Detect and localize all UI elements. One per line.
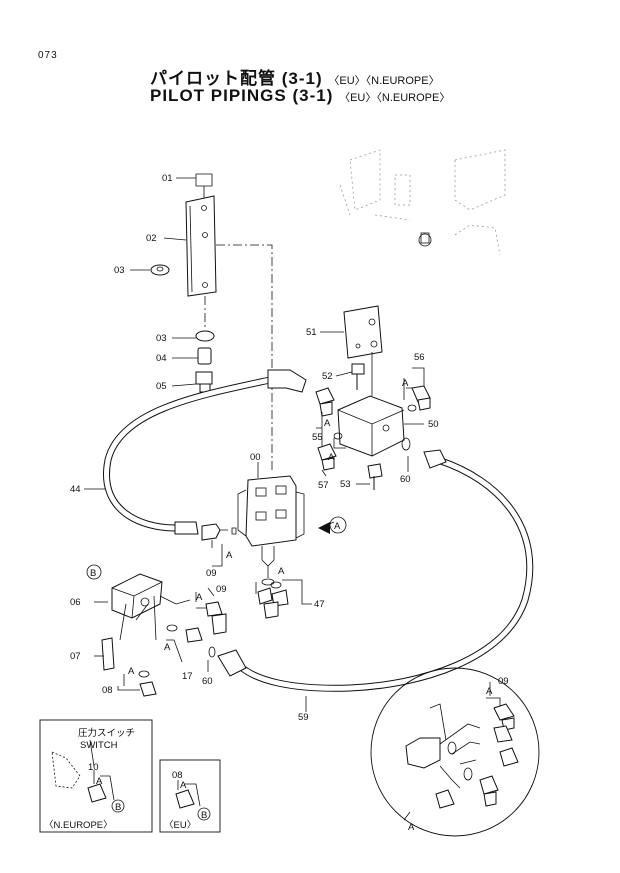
label-55: 55 <box>312 432 323 443</box>
marker-a-09: A <box>226 550 233 561</box>
spacer-04 <box>197 347 212 365</box>
switch-label-en: SWITCH <box>80 740 118 751</box>
label-56: 56 <box>414 352 425 363</box>
marker-a-57: A <box>328 452 335 463</box>
label-09-detail: 09 <box>498 676 509 687</box>
label-08: 08 <box>102 685 113 696</box>
switch-label-jp: 圧力スイッチ <box>78 727 135 739</box>
washer-03-upper <box>150 264 170 276</box>
marker-b-neurope: B <box>115 802 121 813</box>
marker-a-17: A <box>164 642 171 653</box>
title-jp-text: パイロット配管 (3-1) <box>150 69 323 88</box>
oring-60-right <box>401 437 411 451</box>
connector-assembly-06 <box>101 573 227 697</box>
hose-44 <box>103 369 307 535</box>
title-en-text: PILOT PIPINGS (3-1) <box>150 86 334 105</box>
label-17: 17 <box>182 671 193 682</box>
callout-markers <box>86 516 347 580</box>
bolt-53 <box>367 463 383 490</box>
label-47: 47 <box>314 599 325 610</box>
bracket-assembly <box>150 173 273 470</box>
part-labels: 01 02 03 03 04 05 44 00 51 52 56 55 50 6… <box>70 173 509 781</box>
inset-texts: 圧力スイッチ SWITCH 〈N.EUROPE〉 〈EU〉 <box>44 727 196 831</box>
label-00: 00 <box>250 452 261 463</box>
detail-a-caption: A <box>408 822 415 833</box>
marker-b-connector: B <box>90 568 96 579</box>
fitting-57 <box>317 443 337 461</box>
bracket-02 <box>185 195 217 297</box>
bracket-51 <box>343 305 383 359</box>
inset-eu-caption: 〈EU〉 <box>164 820 196 831</box>
bolt-05 <box>195 371 213 393</box>
title-english: PILOT PIPINGS (3-1) 〈EU〉〈N.EUROPE〉 <box>150 86 450 106</box>
label-50: 50 <box>428 419 439 430</box>
label-05: 05 <box>156 381 167 392</box>
label-03: 03 <box>156 333 167 344</box>
leader-lines <box>84 177 425 712</box>
bolt-52 <box>351 363 365 390</box>
label-44: 44 <box>70 484 81 495</box>
bolt-01 <box>195 173 213 200</box>
label-06: 06 <box>70 597 81 608</box>
label-04: 04 <box>156 353 167 364</box>
label-57: 57 <box>318 480 329 491</box>
marker-a-47: A <box>278 566 285 577</box>
label-09-b: 09 <box>216 584 227 595</box>
marker-a-detail: A <box>486 686 493 697</box>
label-01: 01 <box>162 173 173 184</box>
label-60-right: 60 <box>400 474 411 485</box>
hose-59 <box>217 449 534 692</box>
detail-view-a <box>370 667 540 837</box>
letter-marks: A B A A A A A A A A A A A B A B <box>90 378 493 833</box>
marker-a-08: A <box>128 666 135 677</box>
label-02: 02 <box>146 233 157 244</box>
washer-03 <box>195 330 215 342</box>
title-jp-region: 〈EU〉〈N.EUROPE〉 <box>328 75 440 87</box>
label-03-upper: 03 <box>114 265 125 276</box>
marker-a-eu: A <box>180 780 187 791</box>
plug-08 <box>139 681 157 697</box>
marker-a-09b: A <box>196 592 203 603</box>
bolt-07 <box>101 637 115 671</box>
inset-neurope-caption: 〈N.EUROPE〉 <box>44 820 113 831</box>
fitting-09-main <box>201 523 237 548</box>
marker-a-56: A <box>402 378 409 389</box>
marker-a-55: A <box>324 418 331 429</box>
label-08-eu: 08 <box>172 770 183 781</box>
label-07: 07 <box>70 651 81 662</box>
marker-b-eu: B <box>201 810 207 821</box>
title-japanese: パイロット配管 (3-1) 〈EU〉〈N.EUROPE〉 <box>150 64 440 89</box>
title-en-region: 〈EU〉〈N.EUROPE〉 <box>339 92 451 104</box>
label-59: 59 <box>298 712 309 723</box>
inset-eu <box>159 759 221 833</box>
page-number: 073 <box>38 50 58 61</box>
label-10: 10 <box>88 762 99 773</box>
marker-a-neurope: A <box>96 776 103 787</box>
marker-a-valve: A <box>334 521 341 532</box>
label-51: 51 <box>306 327 317 338</box>
label-60-left: 60 <box>202 676 213 687</box>
machine-outline-sketch <box>339 149 506 256</box>
pilot-valve-00 <box>237 475 305 619</box>
label-53: 53 <box>340 479 351 490</box>
label-09-main: 09 <box>206 568 217 579</box>
valve-block-50 <box>315 305 431 490</box>
inset-neurope <box>39 719 153 833</box>
label-52: 52 <box>322 371 333 382</box>
